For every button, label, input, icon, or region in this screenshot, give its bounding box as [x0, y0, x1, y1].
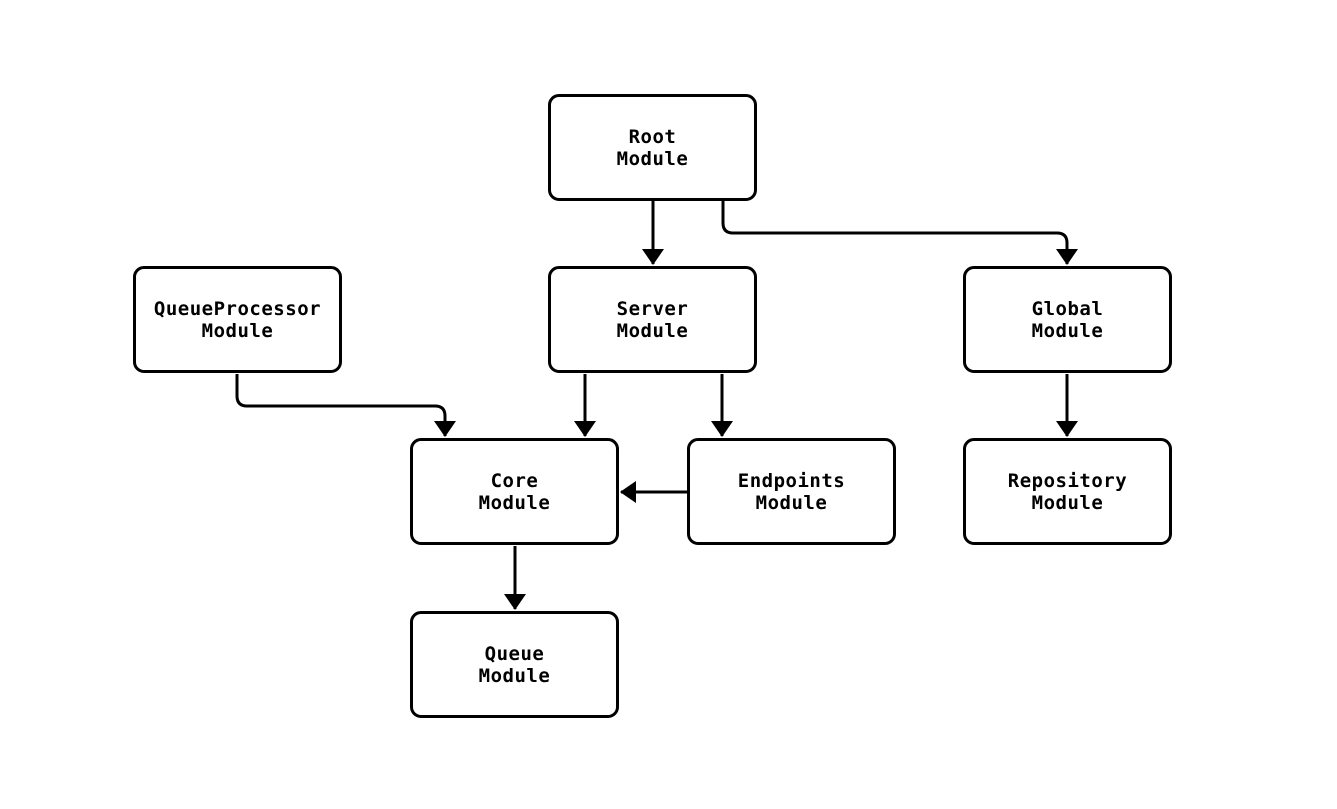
node-label: Endpoints	[737, 469, 846, 492]
node-label: Repository	[1007, 469, 1128, 492]
node-label: Module	[1031, 491, 1104, 514]
node-label: Module	[478, 491, 551, 514]
node-repository-module: Repository Module	[963, 438, 1172, 545]
edge-root-to-global	[721, 197, 1078, 265]
edge-queueprocessor-to-core	[235, 374, 456, 437]
node-server-module: Server Module	[548, 266, 757, 373]
node-root-module: Root Module	[548, 94, 757, 201]
node-label: Server	[616, 297, 689, 320]
node-label: Module	[616, 147, 689, 170]
node-label: Queue	[484, 642, 545, 665]
node-label: Core	[490, 469, 539, 492]
node-endpoints-module: Endpoints Module	[687, 438, 896, 545]
node-label: QueueProcessor	[153, 297, 322, 320]
node-queueprocessor-module: QueueProcessor Module	[133, 266, 342, 373]
node-label: Root	[628, 125, 677, 148]
node-core-module: Core Module	[410, 438, 619, 545]
node-queue-module: Queue Module	[410, 611, 619, 718]
node-label: Module	[478, 664, 551, 687]
node-label: Module	[1031, 319, 1104, 342]
node-label: Module	[755, 491, 828, 514]
node-label: Global	[1031, 297, 1104, 320]
node-label: Module	[616, 319, 689, 342]
node-label: Module	[201, 319, 274, 342]
node-global-module: Global Module	[963, 266, 1172, 373]
